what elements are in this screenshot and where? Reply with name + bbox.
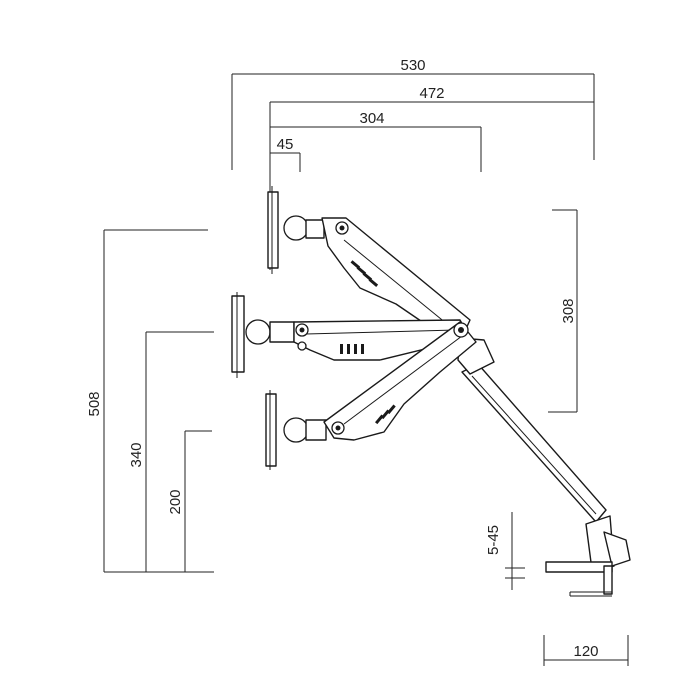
dimension-45-label: 45: [277, 136, 294, 153]
dimension-45: 45: [270, 136, 301, 172]
dimension-340: 340: [128, 331, 214, 572]
dimension-200-label: 200: [167, 489, 184, 514]
dimension-508: 508: [86, 229, 214, 573]
vesa-plate-bottom: [265, 390, 327, 470]
vesa-plate-middle: [231, 292, 295, 378]
main-pivot-joint: [453, 322, 469, 338]
arm-bottom-position: [323, 321, 477, 441]
dimension-120-label: 120: [573, 643, 598, 660]
dimension-120: 120: [543, 635, 629, 666]
dimension-530-label: 530: [400, 57, 425, 74]
dimension-530: 530: [231, 57, 595, 170]
dimension-308-label: 308: [560, 298, 577, 323]
dimension-472: 472: [269, 85, 594, 270]
dimension-304-label: 304: [359, 110, 384, 127]
dimension-clamp-range: 5-45: [485, 512, 525, 590]
dimension-472-label: 472: [419, 85, 444, 102]
dimension-304: 304: [270, 110, 482, 172]
dimension-clamp-label: 5-45: [485, 525, 502, 555]
arm-top-position: [321, 217, 471, 343]
mounting-pole: [457, 337, 631, 597]
dimension-340-label: 340: [128, 442, 145, 467]
dimension-308: 308: [548, 209, 578, 413]
dimension-508-label: 508: [86, 391, 103, 416]
dimension-200: 200: [167, 430, 212, 572]
vesa-plate-top: [267, 186, 325, 274]
